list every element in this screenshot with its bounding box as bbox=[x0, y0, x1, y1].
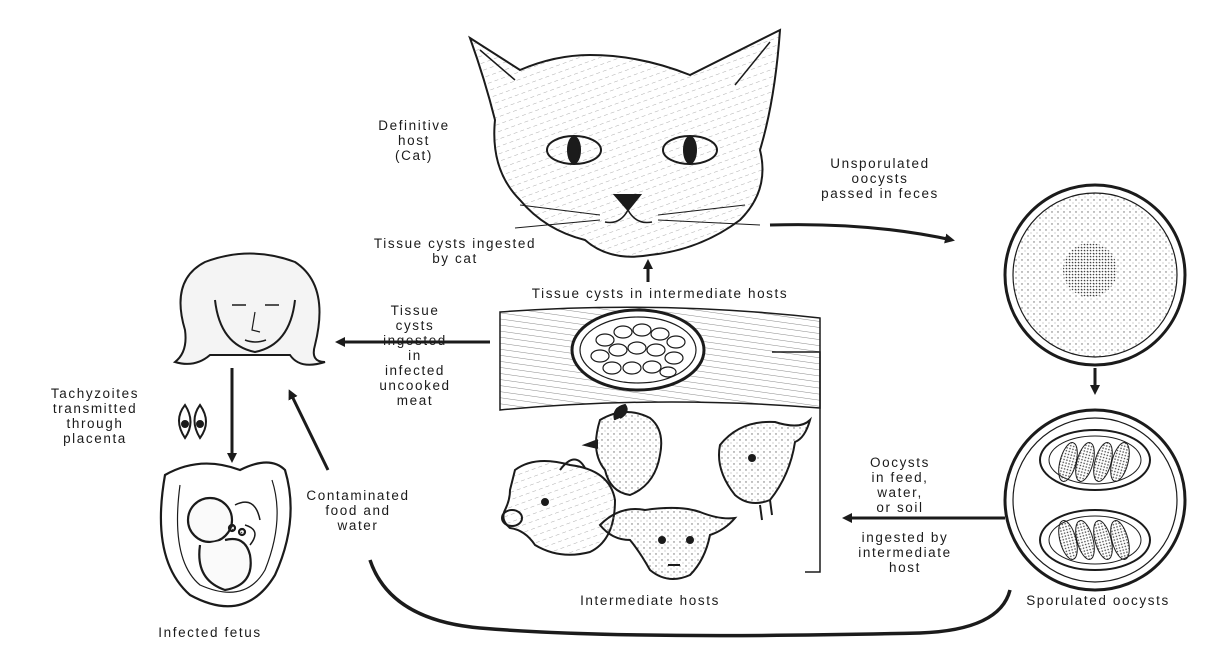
arrow-food-to-woman bbox=[290, 392, 328, 470]
fetus-illustration bbox=[161, 463, 291, 607]
tachyzoites-icon bbox=[179, 405, 206, 438]
label-contaminated-food-water: Contaminated food and water bbox=[268, 488, 448, 533]
label-intermediate-hosts: Intermediate hosts bbox=[520, 593, 780, 608]
muscle-tissue-cyst bbox=[500, 307, 820, 410]
woman-illustration bbox=[175, 254, 325, 365]
cat-illustration bbox=[470, 30, 780, 257]
label-tissue-cysts-intermediate-hosts: Tissue cysts in intermediate hosts bbox=[450, 286, 870, 301]
intermediate-hosts-illustration bbox=[502, 405, 810, 579]
label-tissue-cysts-uncooked-meat: Tissue cysts ingested in infected uncook… bbox=[365, 303, 465, 408]
unsporulated-oocyst bbox=[1005, 185, 1185, 365]
sporulated-oocyst bbox=[1005, 410, 1185, 590]
label-ingested-by-intermediate-host: ingested by intermediate host bbox=[835, 530, 975, 575]
label-definitive-host: Definitive host (Cat) bbox=[355, 118, 473, 163]
label-sporulated-oocysts: Sporulated oocysts bbox=[978, 593, 1218, 608]
label-tissue-cysts-ingested-by-cat: Tissue cysts ingested by cat bbox=[330, 236, 580, 266]
label-unsporulated-oocysts: Unsporulated oocysts passed in feces bbox=[800, 156, 960, 201]
label-infected-fetus: Infected fetus bbox=[110, 625, 310, 640]
label-tachyzoites: Tachyzoites transmitted through placenta bbox=[20, 386, 170, 446]
label-oocysts-in-feed: Oocysts in feed, water, or soil bbox=[845, 455, 955, 515]
arrow-cat-to-oocyst bbox=[770, 225, 952, 240]
